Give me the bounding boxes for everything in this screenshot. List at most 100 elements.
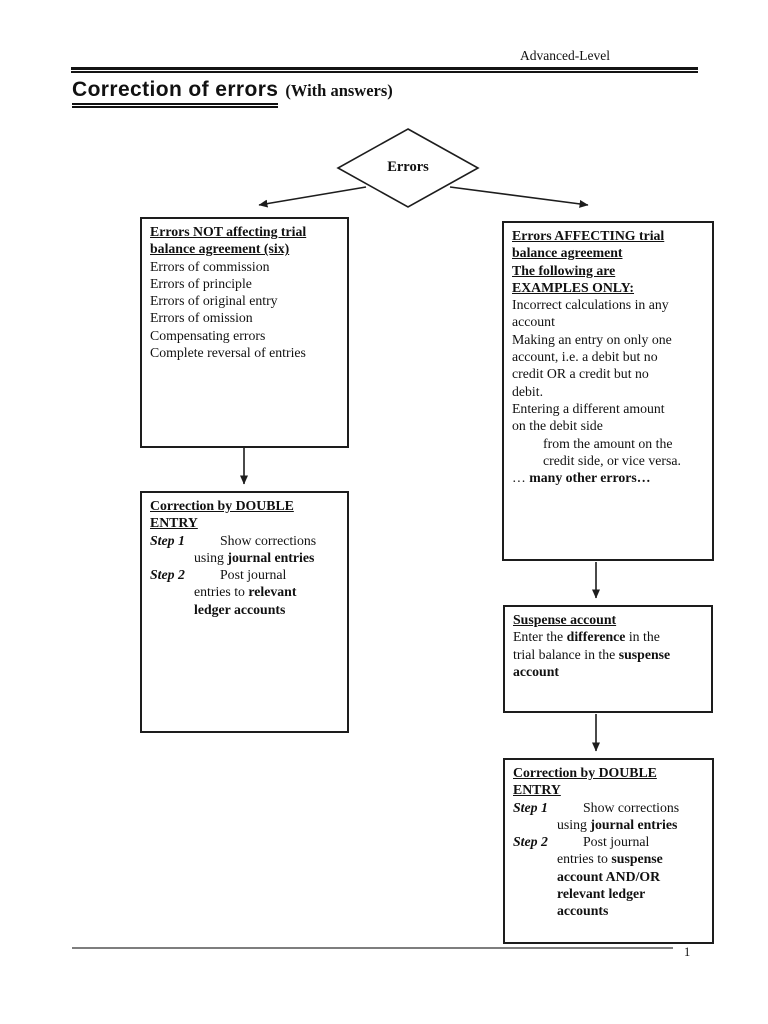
page-title-row: Correction of errors(With answers)	[72, 78, 393, 108]
text-segment: Errors of omission	[150, 310, 253, 326]
text-line: from the amount on the	[512, 435, 704, 452]
text-segment: Errors of original entry	[150, 293, 278, 309]
text-segment: balance agreement (six)	[150, 241, 290, 257]
text-segment: EXAMPLES ONLY:	[512, 279, 635, 295]
text-line: Entering a different amount	[512, 400, 704, 417]
text-segment: credit side, or vice versa.	[543, 452, 681, 468]
text-line: ledger accounts	[150, 601, 339, 618]
text-segment: difference	[566, 629, 626, 645]
text-segment: account	[513, 663, 559, 679]
text-line: Errors of original entry	[150, 292, 339, 309]
page-number: 1	[684, 945, 691, 959]
text-line: debit.	[512, 383, 704, 400]
text-line: using journal entries	[150, 549, 339, 566]
text-segment: Errors of principle	[150, 275, 252, 291]
text-line: credit side, or vice versa.	[512, 452, 704, 469]
text-line: account	[513, 663, 703, 680]
text-line: ENTRY	[150, 514, 339, 531]
text-segment: Errors of commission	[150, 258, 270, 274]
text-line: entries to relevant	[150, 583, 339, 600]
text-segment: Show corrections	[583, 799, 680, 815]
header-rule	[71, 67, 698, 73]
page-title: Correction of errors	[72, 78, 279, 108]
text-line: Errors of principle	[150, 275, 339, 292]
text-segment: Making an entry on only one	[512, 331, 672, 347]
text-segment: relevant	[248, 584, 297, 600]
text-segment: Correction by DOUBLE	[150, 498, 294, 513]
text-segment: entries to	[194, 584, 249, 600]
text-segment: …	[512, 470, 530, 486]
text-segment: account AND/OR	[557, 868, 661, 884]
text-segment: from the amount on the	[543, 435, 673, 451]
text-line: ENTRY	[513, 781, 704, 798]
text-line: entries to suspense	[513, 850, 704, 867]
text-segment: debit.	[512, 383, 544, 399]
text-segment: Step 2	[513, 834, 548, 850]
text-segment: The following are	[512, 262, 616, 278]
text-line: account AND/OR	[513, 868, 704, 885]
footer-rule	[72, 947, 673, 949]
text-segment: Post journal	[583, 834, 650, 850]
text-segment: Step 2	[150, 567, 185, 583]
text-segment: Errors NOT affecting trial	[150, 224, 307, 239]
text-segment: on the debit side	[512, 418, 603, 434]
text-line: Correction by DOUBLE	[513, 764, 704, 781]
text-segment: Step 1	[150, 532, 185, 548]
text-line: on the debit side	[512, 417, 704, 434]
text-segment: Suspense account	[513, 612, 617, 627]
text-line: Errors AFFECTING trial	[512, 227, 704, 244]
text-segment: account, i.e. a debit but no	[512, 349, 658, 365]
text-segment: account	[512, 314, 555, 330]
text-segment: credit OR a credit but no	[512, 366, 649, 382]
connector-arrow-diamond-to-left-box	[258, 186, 367, 208]
text-segment: relevant ledger	[557, 886, 646, 902]
text-line: Enter the difference in the	[513, 628, 703, 645]
text-segment: Step 1	[513, 799, 548, 815]
text-segment: ENTRY	[513, 782, 561, 798]
text-segment: Correction by DOUBLE	[513, 765, 657, 780]
text-segment: Complete reversal of entries	[150, 345, 306, 361]
text-segment: Incorrect calculations in any	[512, 297, 669, 313]
text-line: Errors of omission	[150, 309, 339, 326]
text-segment: suspense	[611, 851, 663, 867]
text-line: trial balance in the suspense	[513, 646, 703, 663]
text-line: Making an entry on only one	[512, 331, 704, 348]
text-line: account, i.e. a debit but no	[512, 348, 704, 365]
text-segment: ledger accounts	[194, 601, 286, 617]
text-segment: journal entries	[227, 549, 315, 565]
text-line: EXAMPLES ONLY:	[512, 279, 704, 296]
text-segment: Errors AFFECTING trial	[512, 228, 665, 243]
text-line: The following are	[512, 262, 704, 279]
text-segment: Compensating errors	[150, 327, 266, 343]
text-line: using journal entries	[513, 816, 704, 833]
text-segment: many other errors…	[529, 470, 651, 486]
connector-arrow-diamond-to-right-box	[449, 186, 589, 208]
text-line: account	[512, 313, 704, 330]
text-segment: using	[194, 549, 228, 565]
header-right-text: Advanced-Level	[520, 48, 610, 63]
text-segment: trial balance in the	[513, 646, 619, 662]
diamond-label: Errors	[387, 159, 429, 175]
text-line: Step 2 Post journal	[513, 833, 704, 850]
text-segment: Entering a different amount	[512, 400, 665, 416]
text-line: credit OR a credit but no	[512, 365, 704, 382]
box-errors-not-affecting: Errors NOT affecting trial balance agreem…	[140, 217, 349, 448]
text-segment: Enter the	[513, 629, 567, 645]
text-line: Correction by DOUBLE	[150, 497, 339, 514]
text-segment: entries to	[557, 851, 612, 867]
text-segment: using	[557, 816, 591, 832]
text-segment: Show corrections	[220, 532, 317, 548]
text-segment: ENTRY	[150, 515, 198, 531]
text-segment: accounts	[557, 903, 609, 919]
text-line: accounts	[513, 902, 704, 919]
text-line: … many other errors…	[512, 469, 704, 486]
text-segment: suspense	[618, 646, 671, 662]
text-line: Step 1 Show corrections	[513, 799, 704, 816]
text-line: Errors of commission	[150, 258, 339, 275]
